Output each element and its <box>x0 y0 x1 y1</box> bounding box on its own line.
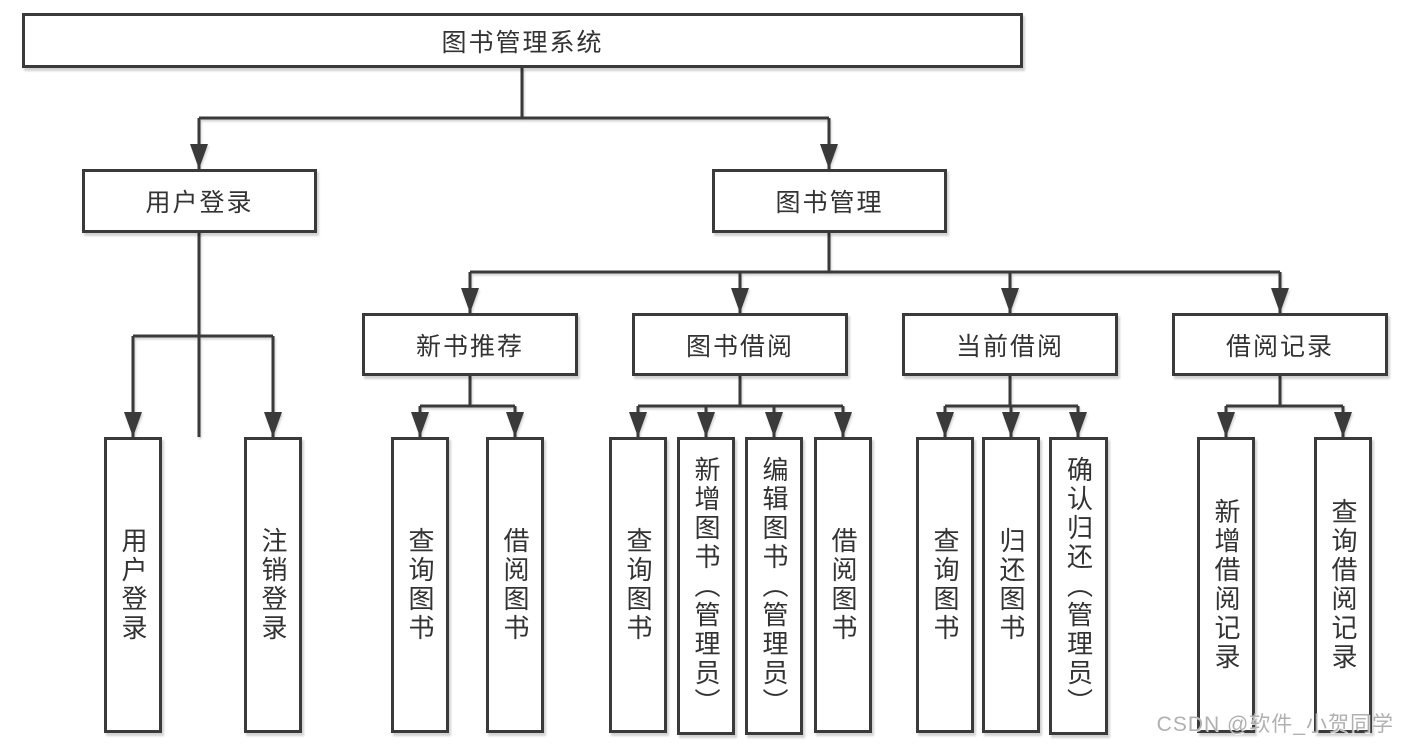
leaf-return-books-label: 归还图书 <box>996 527 1026 643</box>
leaf-borrow-books-recommend-label: 借阅图书 <box>500 527 530 643</box>
leaf-query-books-recommend-label: 查询图书 <box>405 527 435 643</box>
leaf-query-books-borrow: 查询图书 <box>609 437 667 733</box>
leaf-add-book-admin-label: 新增图书（管理员） <box>691 455 721 717</box>
leaf-query-books-current: 查询图书 <box>916 437 974 733</box>
leaf-query-books-recommend: 查询图书 <box>391 437 449 733</box>
leaf-return-books: 归还图书 <box>982 437 1040 733</box>
leaf-logout: 注销登录 <box>244 437 302 733</box>
leaf-confirm-return-admin: 确认归还（管理员） <box>1049 437 1108 735</box>
connector-new-book-split <box>418 376 517 437</box>
leaf-borrow-books-recommend: 借阅图书 <box>486 437 544 733</box>
leaf-query-books-borrow-label: 查询图书 <box>623 527 653 643</box>
connector-book-management-split <box>468 233 1282 313</box>
leaf-logout-label: 注销登录 <box>258 527 288 643</box>
leaf-user-login: 用户登录 <box>104 437 162 733</box>
leaf-edit-book-admin-label: 编辑图书（管理员） <box>759 455 789 717</box>
leaf-add-book-admin: 新增图书（管理员） <box>677 437 735 735</box>
leaf-query-borrow-record-label: 查询借阅记录 <box>1328 498 1358 672</box>
connector-user-login-branch <box>131 233 275 437</box>
node-new-book-recommendation: 新书推荐 <box>362 313 578 376</box>
node-book-borrowing: 图书借阅 <box>632 313 848 376</box>
node-borrowing-records: 借阅记录 <box>1172 313 1388 376</box>
leaf-user-login-label: 用户登录 <box>118 527 148 643</box>
node-current-borrowing: 当前借阅 <box>902 313 1118 376</box>
leaf-query-books-current-label: 查询图书 <box>930 527 960 643</box>
leaf-borrow-books: 借阅图书 <box>814 437 872 733</box>
leaf-edit-book-admin: 编辑图书（管理员） <box>745 437 803 735</box>
connector-book-borrow-split <box>636 376 845 437</box>
leaf-borrow-books-label: 借阅图书 <box>828 527 858 643</box>
leaf-confirm-return-admin-label: 确认归还（管理员） <box>1063 455 1094 717</box>
node-library-management-system: 图书管理系统 <box>22 13 1023 68</box>
leaf-add-borrow-record: 新增借阅记录 <box>1197 437 1255 733</box>
csdn-watermark: CSDN @软件_小贺同学 <box>1156 713 1394 736</box>
arrowheads <box>124 144 1352 437</box>
node-book-management: 图书管理 <box>712 169 947 233</box>
leaf-add-borrow-record-label: 新增借阅记录 <box>1211 498 1241 672</box>
connector-root-split <box>197 68 831 437</box>
leaf-query-borrow-record: 查询借阅记录 <box>1314 437 1372 733</box>
connector-borrow-record-split <box>1224 376 1345 437</box>
node-user-login: 用户登录 <box>82 169 317 233</box>
